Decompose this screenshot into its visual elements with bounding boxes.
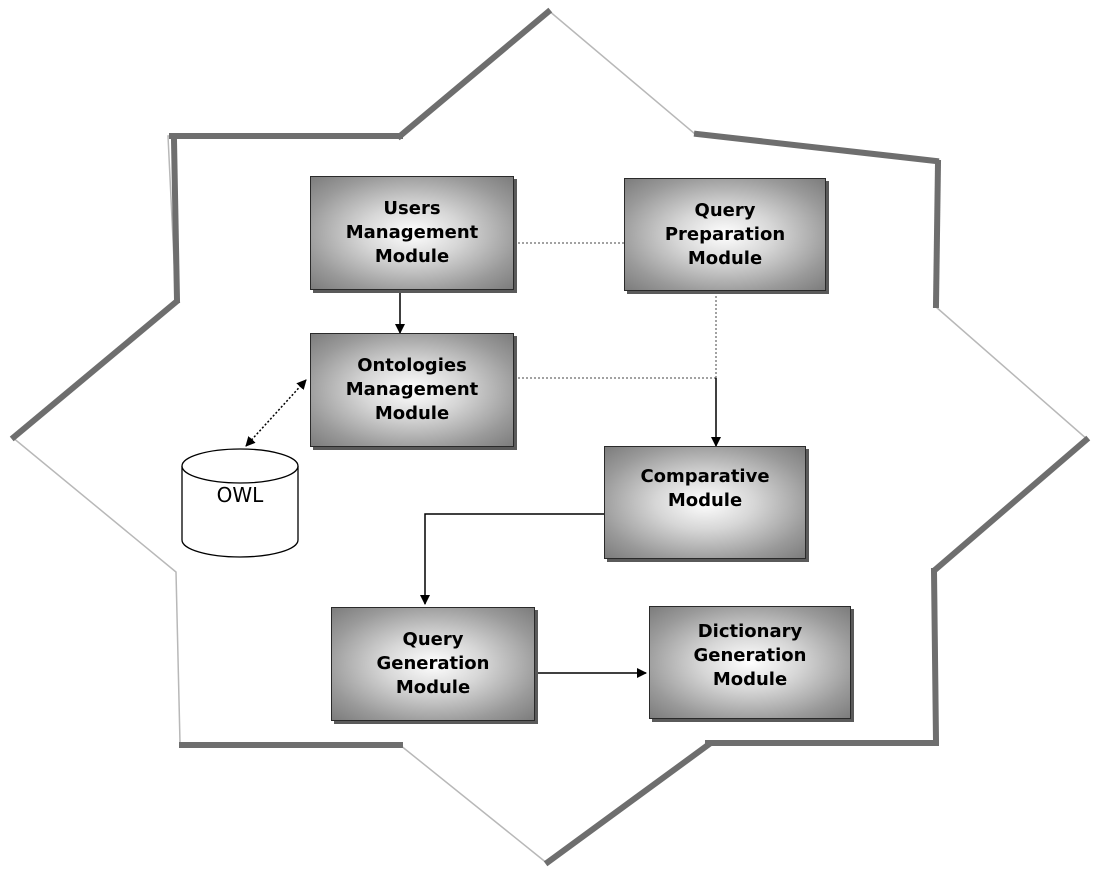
module-label-line: Module — [712, 668, 788, 690]
module-label-line: Generation — [376, 653, 490, 674]
module-label-line: Users — [383, 198, 441, 219]
owl-database-label: OWL — [216, 483, 264, 507]
module-label-line: Management — [345, 379, 479, 400]
module-label-line: Comparative — [640, 465, 770, 487]
module-label-line: Module — [395, 677, 471, 698]
module-label-line: Generation — [693, 644, 807, 666]
comparative-module: Comparative Module — [604, 446, 806, 559]
star-shading — [9, 7, 1091, 867]
module-label-line: Module — [667, 489, 743, 511]
module-label-line: Management — [345, 222, 479, 243]
arrow-comparative-querygeneration — [420, 513, 604, 605]
module-label-line: Dictionary — [697, 620, 803, 642]
users-management-module: Users Management Module — [310, 176, 514, 290]
module-label-line: Module — [374, 246, 450, 267]
module-label-line: Query — [402, 629, 464, 650]
query-generation-module: Query Generation Module — [331, 607, 535, 721]
ontologies-management-module: Ontologies Management Module — [310, 333, 514, 447]
module-label-line: Ontologies — [357, 355, 467, 376]
module-label-line: Module — [374, 403, 450, 424]
link-owl-ontologies — [245, 379, 307, 447]
dictionary-generation-module: Dictionary Generation Module — [649, 606, 851, 719]
owl-database-icon — [181, 448, 299, 558]
module-label-line: Module — [687, 247, 763, 269]
module-label-line: Query — [694, 199, 756, 221]
module-label-line: Preparation — [664, 223, 786, 245]
query-preparation-module: Query Preparation Module — [624, 178, 826, 291]
